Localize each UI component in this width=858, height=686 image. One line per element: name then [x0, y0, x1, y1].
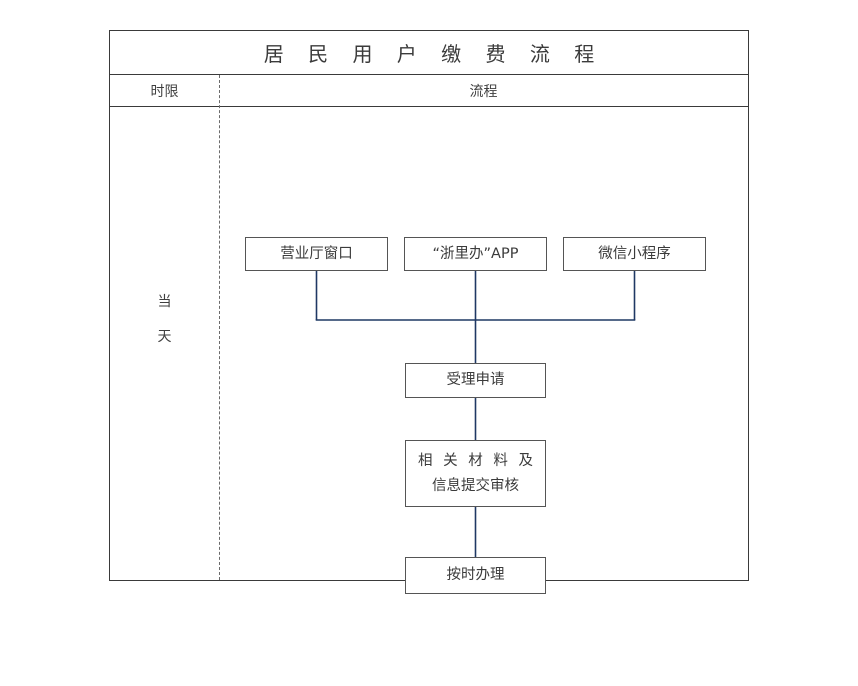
flow-node-zhelaban-app[interactable]: “浙里办”APP — [404, 237, 547, 271]
process-cell: 营业厅窗口 “浙里办”APP 微信小程序 受理申请 相 关 材 料 及 信息提交… — [219, 107, 750, 594]
flow-node-service-hall-label: 营业厅窗口 — [280, 245, 353, 262]
column-header-process-cell: 流程 — [219, 75, 748, 106]
flow-connectors — [315, 271, 636, 557]
duration-value-line1: 当 — [157, 294, 172, 310]
flow-node-submit-materials-line2: 信息提交审核 — [432, 477, 519, 494]
table-title-row: 居 民 用 户 缴 费 流 程 — [110, 31, 748, 75]
column-divider — [219, 75, 220, 580]
flowchart: 营业厅窗口 “浙里办”APP 微信小程序 受理申请 相 关 材 料 及 信息提交… — [219, 107, 750, 594]
flow-node-submit-materials[interactable]: 相 关 材 料 及 信息提交审核 — [405, 440, 546, 507]
flow-node-timely-handling-label: 按时办理 — [446, 567, 505, 583]
flow-node-service-hall[interactable]: 营业厅窗口 — [245, 237, 388, 271]
table-body-row: 当 天 — [110, 107, 750, 594]
column-header-duration-label: 时限 — [150, 83, 179, 100]
duration-value: 当 天 — [110, 285, 219, 355]
process-table: 居 民 用 户 缴 费 流 程 时限 流程 当 天 — [109, 30, 750, 594]
flow-node-wechat-miniprogram[interactable]: 微信小程序 — [563, 237, 706, 271]
flow-node-timely-handling[interactable]: 按时办理 — [405, 557, 546, 594]
page-title: 居 民 用 户 缴 费 流 程 — [263, 42, 604, 66]
column-header-duration-cell: 时限 — [110, 75, 219, 106]
flow-node-zhelaban-app-label: “浙里办”APP — [432, 245, 519, 262]
duration-value-line2: 天 — [157, 329, 172, 345]
flow-node-submit-materials-line1: 相 关 材 料 及 — [418, 452, 536, 469]
flow-node-wechat-miniprogram-label: 微信小程序 — [598, 245, 671, 262]
column-header-process-label: 流程 — [469, 83, 498, 100]
flow-node-accept-application-label: 受理申请 — [446, 372, 505, 388]
table-header-row: 时限 流程 — [110, 75, 748, 107]
duration-cell: 当 天 — [110, 107, 219, 580]
flow-node-accept-application[interactable]: 受理申请 — [405, 363, 546, 398]
